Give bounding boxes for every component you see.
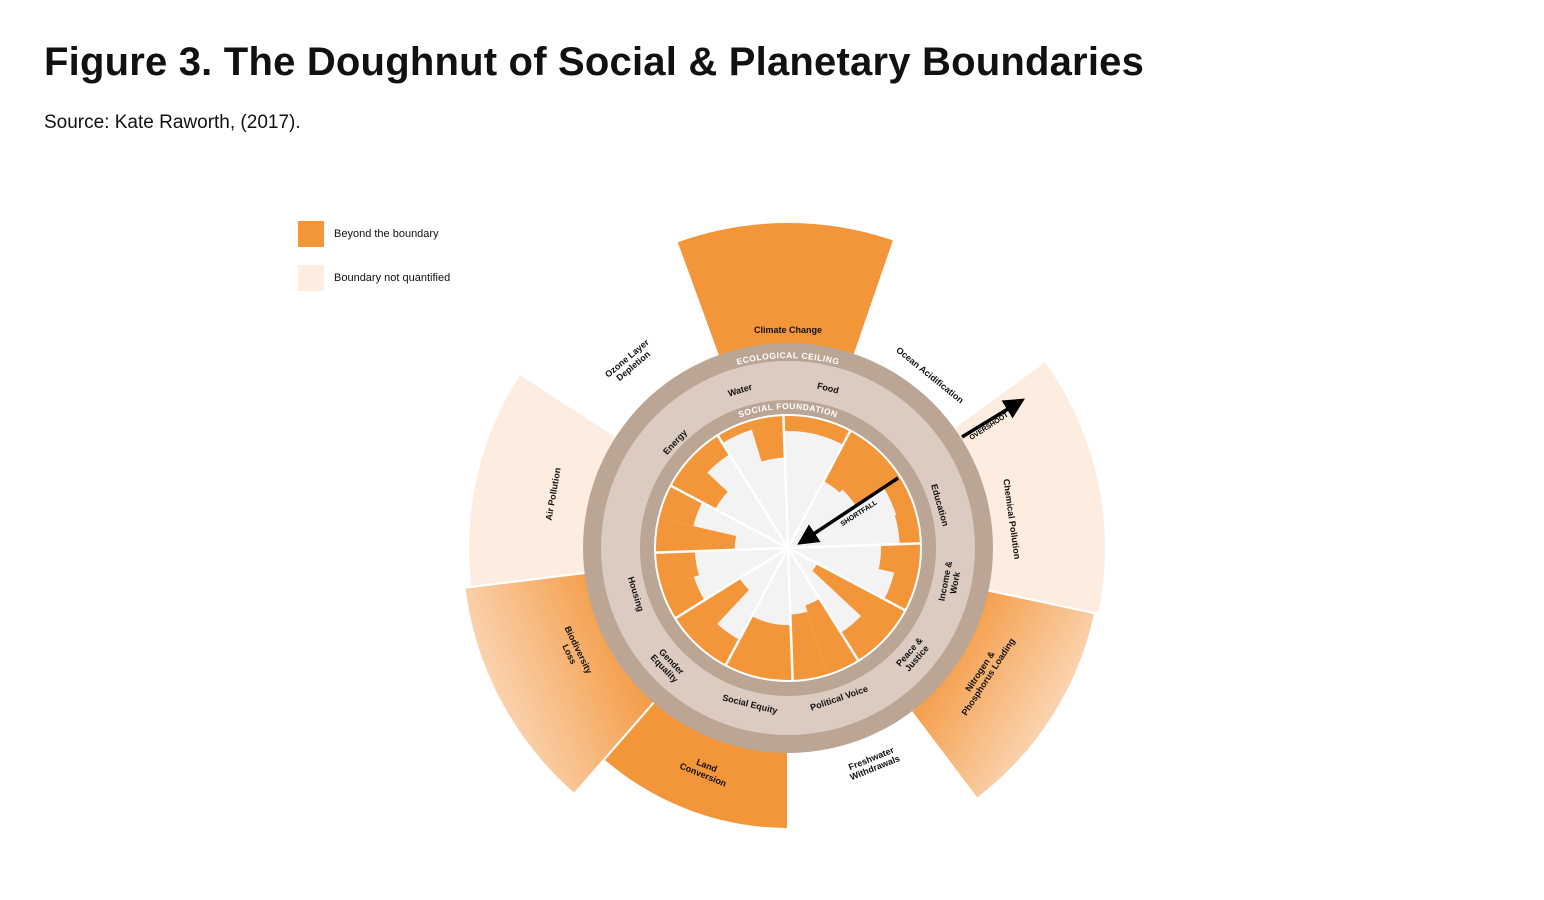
sector-divider xyxy=(786,547,860,662)
shortfall-bar xyxy=(697,623,740,666)
sector-divider xyxy=(786,547,794,681)
sector-divider xyxy=(787,546,907,612)
sector-divider xyxy=(669,484,789,550)
sector-divider xyxy=(782,415,790,549)
shortfall-bar xyxy=(675,578,749,646)
legend-swatch-light xyxy=(298,265,324,291)
shortfall-bar xyxy=(660,576,705,619)
legend-swatch-orange xyxy=(298,221,324,247)
ecological-dimension-label: Ozone LayerDepletion xyxy=(603,337,658,387)
legend-label: Beyond the boundary xyxy=(334,228,439,240)
shortfall-bar xyxy=(878,543,921,578)
sector-divider xyxy=(674,546,789,620)
legend-label: Boundary not quantified xyxy=(334,272,451,284)
sector-divider xyxy=(787,542,921,550)
shortfall-bar xyxy=(790,611,827,681)
sector-divider xyxy=(724,547,790,667)
shortfall-bar xyxy=(823,430,879,493)
shortfall-bar xyxy=(655,518,737,553)
shortfall-bar xyxy=(842,450,901,506)
ecological-dimension-label: Climate Change xyxy=(754,325,822,335)
shortfall-bar xyxy=(783,415,851,445)
shortfall-bar xyxy=(749,415,785,462)
shortfall-arrow xyxy=(797,476,899,545)
shortfall-bar xyxy=(883,477,916,515)
shortfall-bar xyxy=(812,563,906,639)
shortfall-bar xyxy=(894,509,921,545)
legend-item-not-quantified: Boundary not quantified xyxy=(298,265,450,291)
shortfall-bar xyxy=(805,598,859,676)
sector-divider xyxy=(716,434,790,549)
sector-divider xyxy=(655,546,789,554)
shortfall-bar xyxy=(690,435,730,473)
figure-title: Figure 3. The Doughnut of Social & Plane… xyxy=(44,40,1145,84)
ecological-dimension-label: FreshwaterWithdrawals xyxy=(845,744,902,782)
shortfall-bar xyxy=(725,616,793,681)
shortfall-bar xyxy=(658,485,703,527)
legend-item-beyond: Beyond the boundary xyxy=(298,221,439,247)
shortfall-bar xyxy=(717,420,752,444)
foundation-edge xyxy=(654,414,922,682)
overshoot-arrow xyxy=(961,398,1025,439)
shortfall-bar xyxy=(670,457,728,510)
figure-source: Source: Kate Raworth, (2017). xyxy=(44,112,301,133)
shortfall-bar xyxy=(655,551,699,587)
